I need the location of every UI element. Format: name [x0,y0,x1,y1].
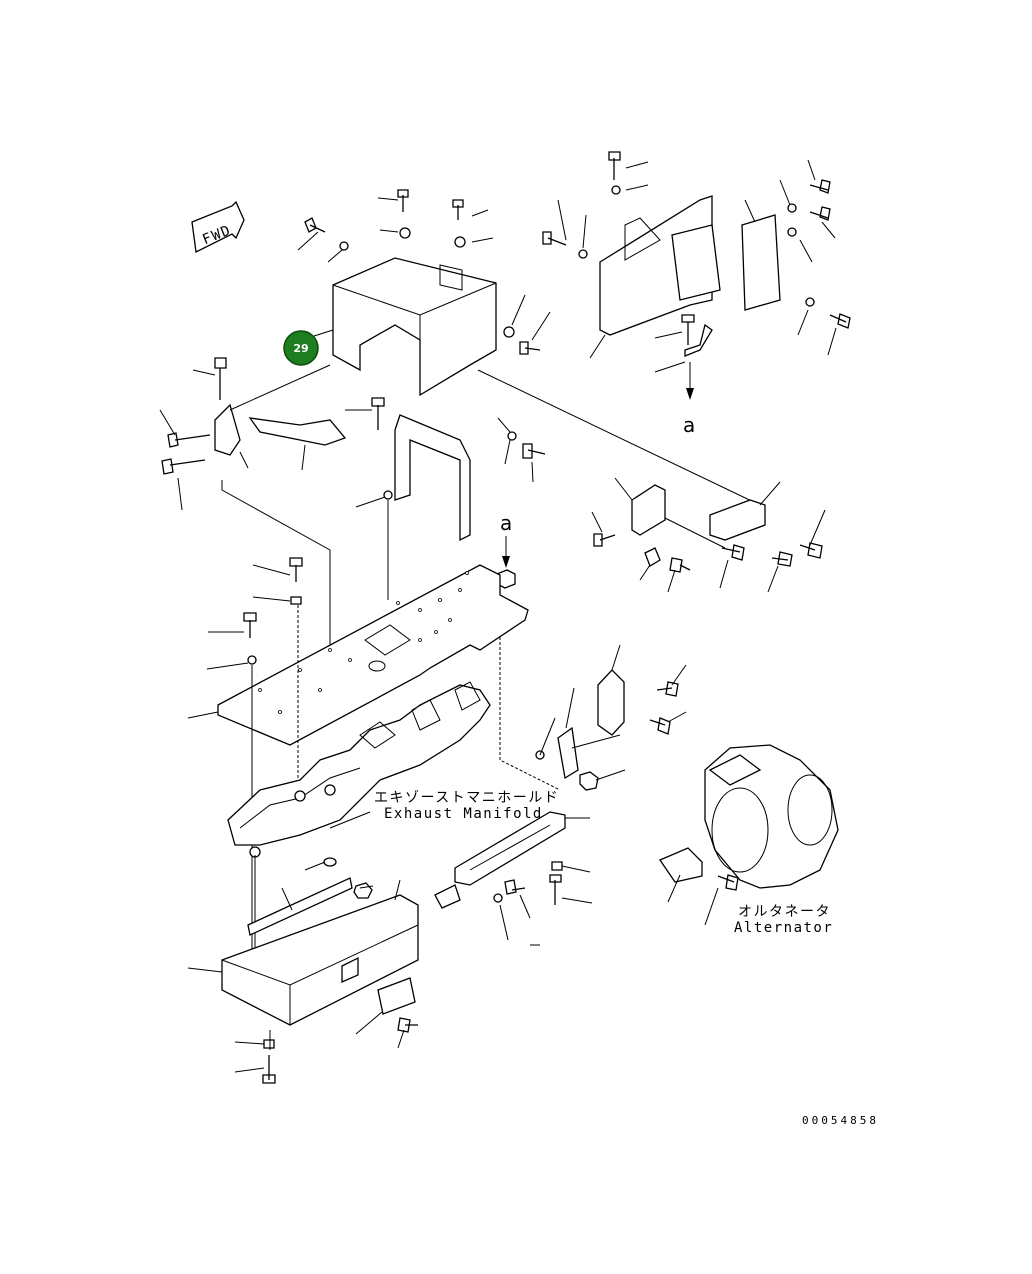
exhaust-label-jp: エキゾーストマニホールド [374,790,559,806]
ref-a-mid: a [500,511,512,535]
middle-left-brackets [159,357,347,660]
alternator-label: オルタネータ Alternator [734,904,833,936]
exhaust-manifold-label: エキゾーストマニホールド Exhaust Manifold [374,790,559,822]
alternator [659,744,839,926]
heat-shield-right [535,644,687,791]
top-right-bracket-assembly: a [542,151,851,437]
lower-rail [434,811,593,946]
top-bracket-assembly [297,189,551,397]
callout-29[interactable]: 29 [283,329,334,366]
right-middle-brackets [591,477,826,593]
u-bracket [345,397,546,600]
bottom-frame-assembly [187,877,419,1084]
alternator-label-jp: オルタネータ [738,904,831,920]
drawing-number: 00054858 [802,1114,879,1127]
ref-a-top: a [683,413,695,437]
alternator-label-en: Alternator [734,920,833,936]
callout-number: 29 [293,342,308,355]
callout-badge[interactable] [283,330,319,366]
exhaust-label-en: Exhaust Manifold [384,806,543,822]
exhaust-manifold [227,681,491,975]
ref-a-mid-group: a [496,511,561,791]
fwd-arrow: FWD [191,200,245,253]
